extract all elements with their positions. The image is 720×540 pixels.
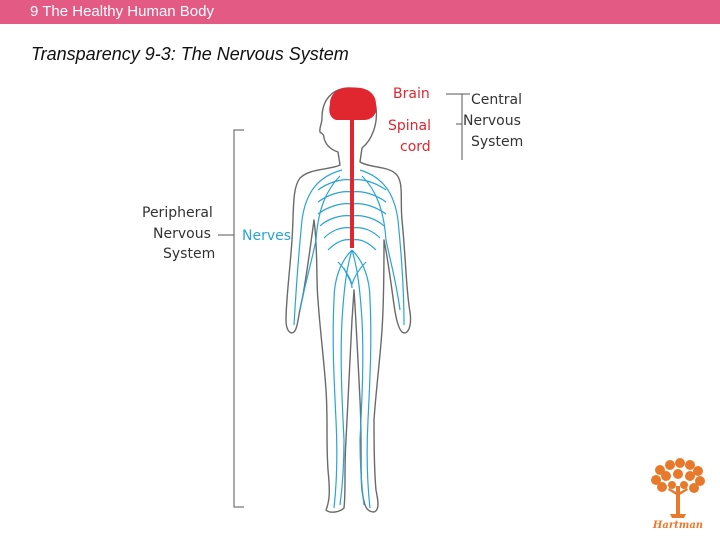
tree-icon [651, 458, 705, 518]
spinal-cord-label-line1: Spinal [388, 118, 432, 134]
brain-shape [329, 87, 377, 120]
pns-label-line1: Peripheral [142, 205, 213, 221]
pns-label-line2: Nervous [153, 226, 211, 242]
header-bar: 9 The Healthy Human Body [0, 0, 720, 24]
pns-label-line3: System [163, 246, 216, 262]
peripheral-nerves [293, 169, 405, 509]
cns-label-line1: Central [471, 92, 522, 108]
header-title: 9 The Healthy Human Body [30, 3, 214, 20]
cns-label-line3: System [471, 134, 524, 150]
pns-bracket [233, 129, 244, 508]
label-leaders [218, 93, 470, 508]
body-outline [285, 87, 412, 513]
nerves-label: Nerves [242, 228, 292, 244]
brain-label: Brain [393, 86, 430, 102]
slide-title: Transparency 9-3: The Nervous System [31, 44, 349, 64]
hartman-logo: Hartman [648, 456, 708, 540]
cns-label-line2: Nervous [463, 113, 521, 129]
central-nervous-system [329, 87, 377, 248]
spinal-cord-label-line2: cord [400, 139, 431, 155]
logo-text: Hartman [652, 520, 704, 531]
